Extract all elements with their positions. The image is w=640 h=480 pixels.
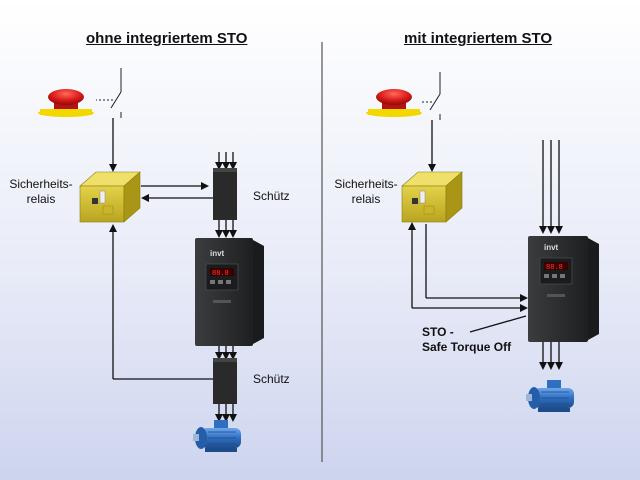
left-motor — [193, 420, 241, 452]
sto-label-line1: STO - — [422, 325, 454, 339]
right-panel-title: mit integriertem STO — [404, 30, 553, 47]
left-emergency-stop-switch — [96, 68, 122, 118]
left-contactor-to-drive-arrows — [215, 220, 237, 238]
left-panel-title: ohne integriertem STO — [86, 30, 248, 47]
left-contactor-to-motor-arrows — [215, 404, 237, 422]
left-contactor-bottom — [213, 358, 237, 404]
right-drive-brand: invt — [544, 243, 559, 252]
left-supply-arrows — [215, 152, 237, 170]
right-relay-label-line1: Sicherheits- — [334, 177, 398, 191]
right-supply-arrows — [539, 140, 563, 234]
right-safety-relay — [401, 171, 463, 223]
left-relay-label: Sicherheits- relais — [6, 177, 76, 207]
left-safety-relay — [79, 171, 141, 223]
left-contactor-bottom-label: Schütz — [253, 372, 290, 386]
right-drive-display: 88.8 — [546, 264, 563, 272]
right-relay-drive-sto-wires — [408, 222, 528, 333]
left-contactor-top — [213, 168, 237, 220]
right-motor — [526, 380, 574, 412]
sto-label: STO - Safe Torque Off — [422, 325, 511, 355]
right-emergency-stop-button — [366, 89, 422, 117]
left-contactor-top-label: Schütz — [253, 189, 290, 203]
right-frequency-inverter: invt 88.8 — [528, 236, 599, 342]
left-drive-brand: invt — [210, 249, 225, 258]
left-relay-label-line1: Sicherheits- — [9, 177, 73, 191]
right-relay-label: Sicherheits- relais — [330, 177, 402, 207]
left-frequency-inverter: invt 88.8 — [195, 238, 264, 346]
right-emergency-stop-switch — [420, 72, 441, 120]
left-emergency-stop-button — [38, 89, 94, 117]
right-drive-to-motor-arrows — [539, 342, 563, 370]
left-drive-to-contactor-arrows — [215, 346, 237, 360]
sto-label-line2: Safe Torque Off — [422, 340, 512, 354]
left-relay-label-line2: relais — [26, 192, 56, 206]
right-relay-label-line2: relais — [351, 192, 381, 206]
left-drive-display: 88.8 — [212, 270, 229, 278]
